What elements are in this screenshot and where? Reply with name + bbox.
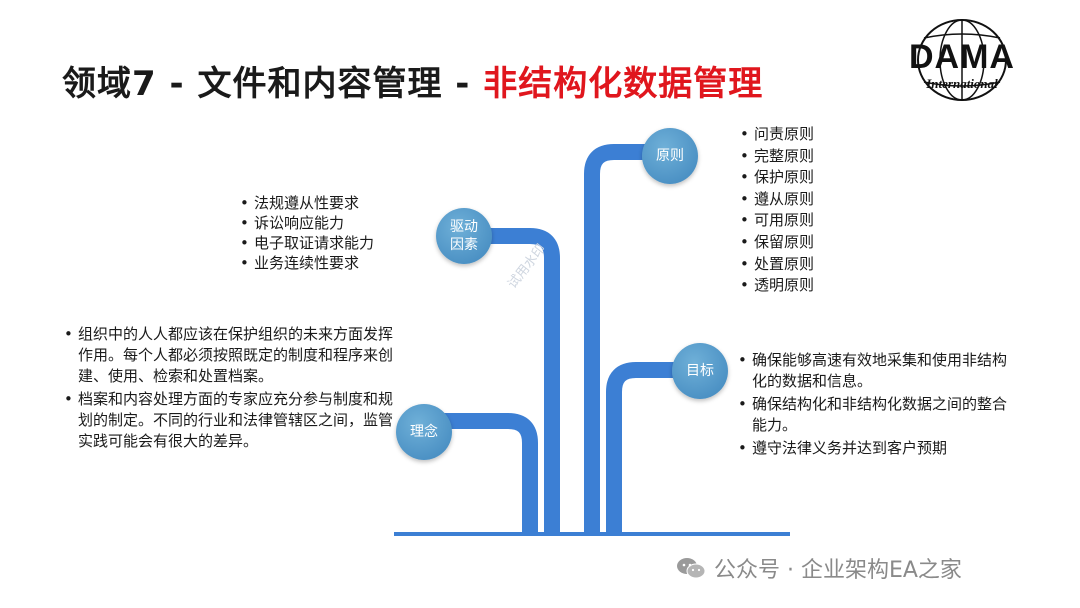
list-item: 确保结构化和非结构化数据之间的整合能力。 (738, 394, 1020, 436)
node-principles-label: 原则 (656, 148, 684, 164)
footer: 公众号 · 企业架构EA之家 (676, 552, 962, 584)
list-item: 档案和内容处理方面的专家应充分参与制度和规划的制定。不同的行业和法律管辖区之间，… (64, 389, 398, 452)
principle-pipe (584, 144, 670, 534)
list-item: 保护原则 (740, 167, 940, 189)
concept-pipe (420, 413, 538, 534)
goal-pipe (606, 362, 694, 534)
list-item: 保留原则 (740, 232, 940, 254)
driver-pipe (460, 228, 560, 534)
list-item: 问责原则 (740, 124, 940, 146)
node-principles: 原则 (642, 128, 698, 184)
goals-list: 确保能够高速有效地采集和使用非结构化的数据和信息。 确保结构化和非结构化数据之间… (738, 350, 1020, 459)
list-item: 法规遵从性要求 (240, 193, 440, 213)
dama-logo: DAMA International (900, 14, 1024, 106)
logo-text: DAMA (909, 38, 1015, 76)
list-item: 可用原则 (740, 210, 940, 232)
wechat-icon (677, 558, 706, 579)
logo-subtitle: International (926, 76, 998, 91)
list-item: 处置原则 (740, 254, 940, 276)
node-goals: 目标 (672, 343, 728, 399)
list-item: 电子取证请求能力 (240, 233, 440, 253)
title-main: 领域7 - 文件和内容管理 - (62, 64, 484, 104)
list-item: 完整原则 (740, 146, 940, 168)
node-concepts: 理念 (396, 404, 452, 460)
footer-text: 公众号 · 企业架构EA之家 (714, 558, 962, 583)
node-concepts-label: 理念 (410, 424, 438, 440)
list-item: 诉讼响应能力 (240, 213, 440, 233)
page-title: 领域7 - 文件和内容管理 - 非结构化数据管理 (62, 56, 763, 105)
title-highlight: 非结构化数据管理 (483, 64, 764, 104)
list-item: 确保能够高速有效地采集和使用非结构化的数据和信息。 (738, 350, 1020, 392)
drivers-list: 法规遵从性要求 诉讼响应能力 电子取证请求能力 业务连续性要求 (240, 193, 440, 273)
list-item: 遵从原则 (740, 189, 940, 211)
list-item: 遵守法律义务并达到客户预期 (738, 438, 1020, 459)
list-item: 透明原则 (740, 275, 940, 297)
node-drivers-label: 驱动因素 (450, 219, 478, 253)
principles-list: 问责原则 完整原则 保护原则 遵从原则 可用原则 保留原则 处置原则 透明原则 (740, 124, 940, 297)
node-goals-label: 目标 (686, 363, 714, 379)
list-item: 业务连续性要求 (240, 253, 440, 273)
list-item: 组织中的人人都应该在保护组织的未来方面发挥作用。每个人都必须按照既定的制度和程序… (64, 324, 398, 387)
globe-icon (917, 19, 1007, 101)
concepts-list: 组织中的人人都应该在保护组织的未来方面发挥作用。每个人都必须按照既定的制度和程序… (64, 324, 398, 452)
node-drivers: 驱动因素 (436, 208, 492, 264)
